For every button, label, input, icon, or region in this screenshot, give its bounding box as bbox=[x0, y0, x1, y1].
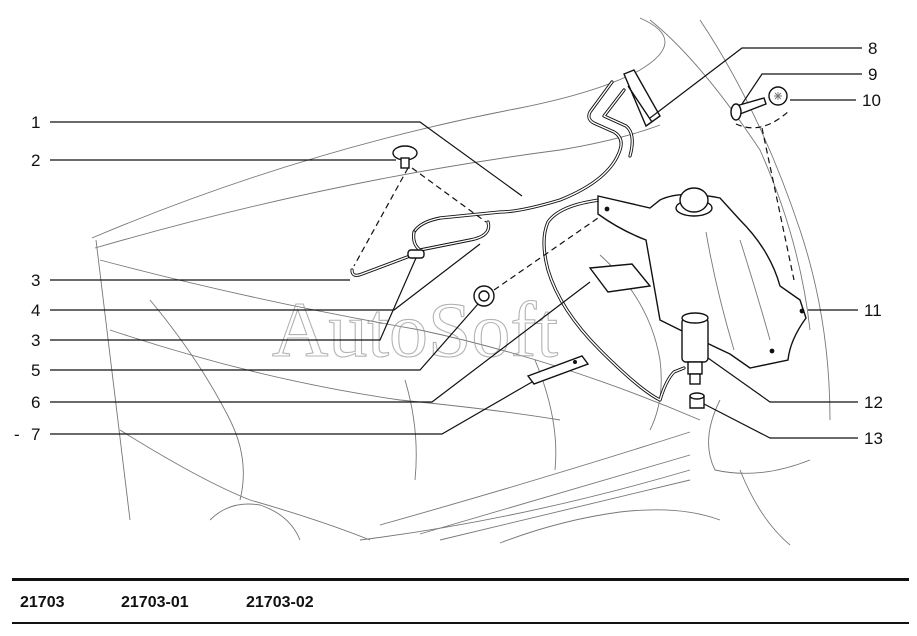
callout-12: 12 bbox=[864, 393, 883, 412]
applicability-footer: 21703 21703-01 21703-02 bbox=[0, 578, 917, 636]
callout-11: 11 bbox=[864, 301, 882, 320]
callout-7: 7 bbox=[31, 425, 40, 444]
callout-5: 5 bbox=[31, 361, 40, 380]
watermark-text: AutoSoft bbox=[272, 286, 558, 373]
washer-hose-main bbox=[412, 80, 686, 402]
bolt-and-washer bbox=[730, 86, 795, 281]
callout-9: 9 bbox=[868, 65, 877, 84]
nozzle-hoses bbox=[350, 220, 491, 277]
variant-code: 21703 bbox=[20, 594, 65, 611]
callout-4: 4 bbox=[31, 301, 40, 320]
callout-8: 8 bbox=[868, 39, 877, 58]
footer-bottom-rule bbox=[12, 622, 909, 624]
hose-bracket bbox=[623, 69, 661, 128]
footer-top-rule bbox=[12, 578, 909, 581]
callout-2: 2 bbox=[31, 151, 40, 170]
car-body-outline bbox=[91, 17, 831, 546]
washer-nozzle bbox=[353, 145, 487, 267]
variant-code: 21703-02 bbox=[246, 594, 314, 611]
variant-code: 21703-01 bbox=[121, 594, 189, 611]
callout-13: 13 bbox=[864, 429, 883, 448]
callout-3-lower: 3 bbox=[31, 331, 40, 350]
leader-lines bbox=[50, 47, 862, 439]
grommet bbox=[473, 217, 599, 307]
callout-numbers: 1 2 3 4 3 5 6 7 - 8 9 10 11 12 13 bbox=[14, 39, 883, 448]
reservoir-pad bbox=[588, 263, 652, 293]
stray-dash: - bbox=[14, 425, 20, 444]
washer-reservoir bbox=[597, 187, 807, 369]
pump-grommet bbox=[689, 392, 705, 409]
callout-3-upper: 3 bbox=[31, 271, 40, 290]
hose-tee-connector bbox=[407, 249, 425, 259]
callout-1: 1 bbox=[31, 113, 40, 132]
callout-6: 6 bbox=[31, 393, 40, 412]
mounting-strap bbox=[526, 355, 590, 385]
callout-10: 10 bbox=[862, 91, 881, 110]
washer-pump bbox=[681, 312, 709, 385]
